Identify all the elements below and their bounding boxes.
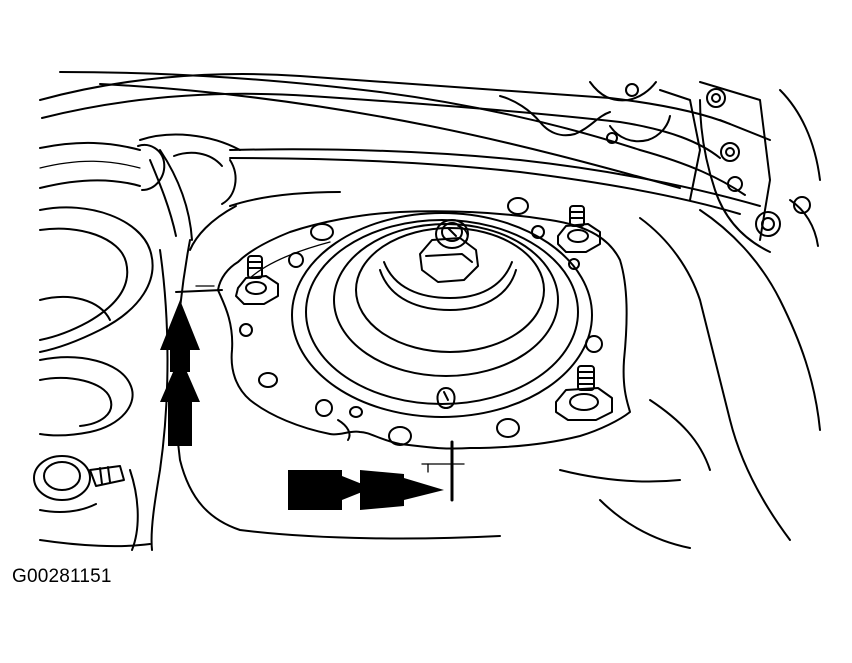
bracket-bolts xyxy=(706,88,811,237)
bracket-bolt-2 xyxy=(720,142,740,162)
bracket-bolt-4 xyxy=(755,211,781,237)
coolant-hose xyxy=(39,133,241,241)
strut-tower xyxy=(150,191,821,551)
arrow-up-icon xyxy=(160,300,200,446)
alignment-marks xyxy=(175,285,465,502)
lower-left-components xyxy=(33,455,151,551)
figure-code: G00281151 xyxy=(12,566,112,587)
coil-spring xyxy=(39,206,154,437)
center-strut-nut xyxy=(419,219,479,283)
bracket-bolt-3 xyxy=(727,176,743,192)
upper-right-components xyxy=(499,81,821,253)
mounting-nut-right-upper xyxy=(557,205,601,253)
arrow-right-icon xyxy=(288,470,444,510)
bracket-bolt-1 xyxy=(706,88,726,108)
mounting-nut-left xyxy=(235,255,279,305)
cowl-panel xyxy=(39,71,761,215)
strut-bearing-rings xyxy=(291,212,593,418)
mounting-nut-right-lower xyxy=(555,365,613,421)
strut-mount-plate xyxy=(217,197,631,450)
